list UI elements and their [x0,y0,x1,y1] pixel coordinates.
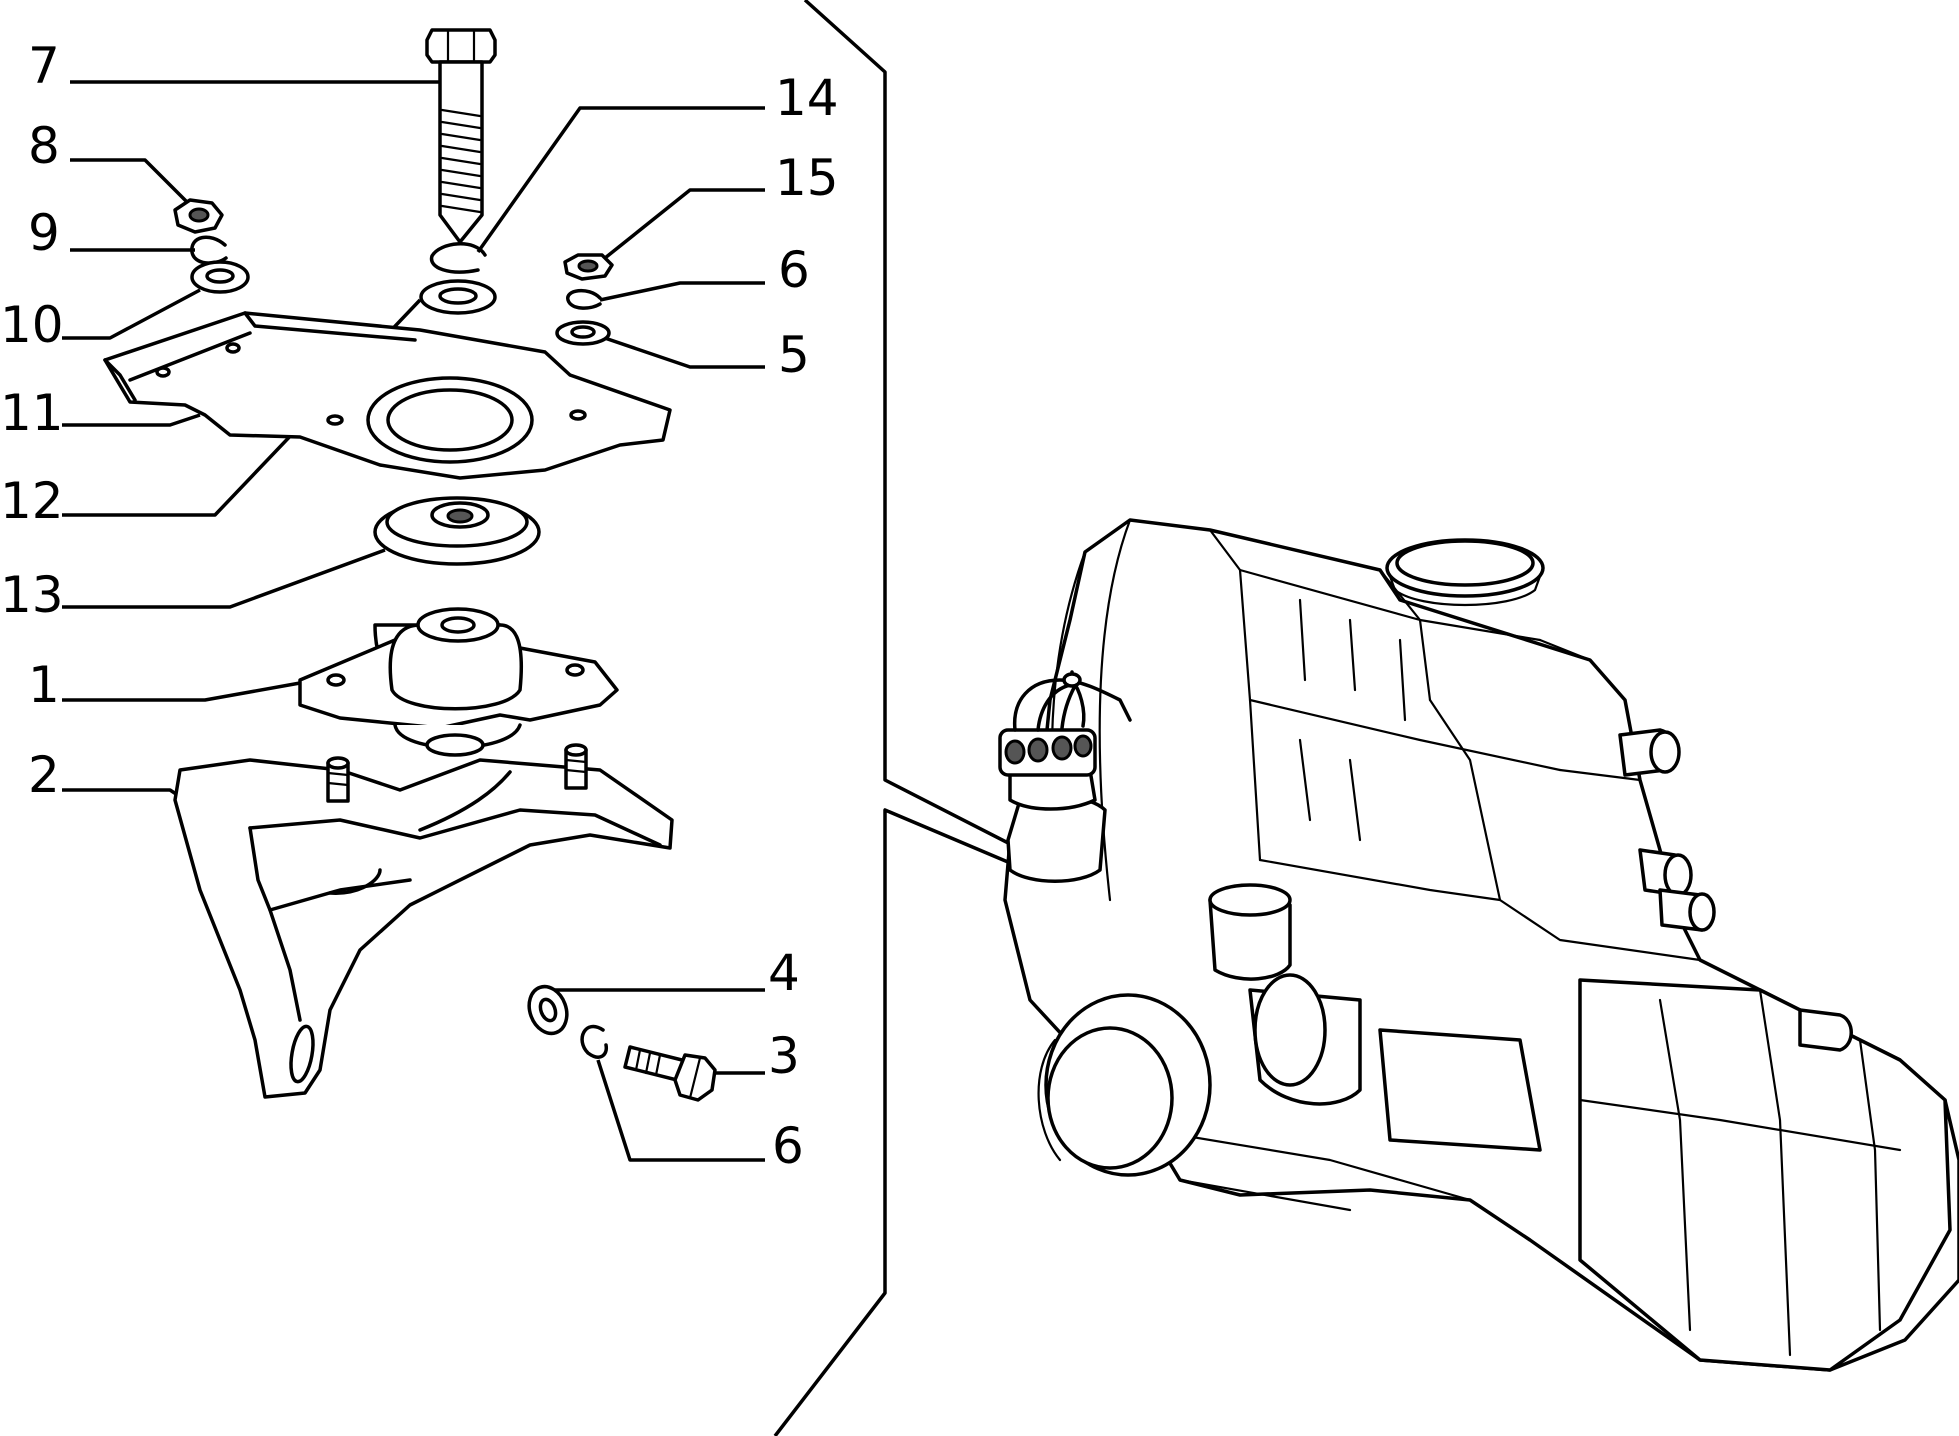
part-2-lower-bracket [173,743,674,1099]
part-7-bolt [425,28,497,244]
label-part-2: 2 [28,746,60,804]
section-divider-line-lower [773,808,1016,1436]
part-5-washer [555,320,611,346]
leader-6b [596,1059,765,1162]
label-part-6-upper: 6 [778,241,810,299]
label-part-12: 12 [0,472,64,530]
part-number-labels: 7 8 9 10 11 12 13 1 2 14 15 6 5 4 3 6 [0,37,839,1175]
leader-5 [589,331,765,369]
leader-14 [476,106,765,254]
label-part-5: 5 [778,326,810,384]
label-part-14: 14 [775,69,839,127]
part-6-spring-washer-upper [566,288,602,310]
label-part-15: 15 [775,149,839,207]
leader-2 [62,788,186,802]
part-13-rubber-cup [373,496,541,566]
label-part-4: 4 [768,944,800,1002]
section-divider-line [803,0,1019,850]
leader-15 [598,188,765,264]
label-part-1: 1 [28,656,60,714]
part-8-nut [173,198,224,234]
label-part-6-lower: 6 [772,1117,804,1175]
part-15-nut [563,253,614,281]
part-11-plate-bracket [103,311,672,480]
label-part-11: 11 [0,384,64,442]
label-part-3: 3 [768,1027,800,1085]
part-12-washer [419,279,497,315]
part-14-spring-washer [429,242,487,274]
part-9-spring-washer [190,235,228,265]
label-part-10: 10 [0,296,64,354]
engine-gearbox-illustration [998,518,1959,1372]
leader-11 [62,413,201,427]
label-part-9: 9 [28,204,60,262]
leader-6a [599,281,765,302]
part-4-washer [527,984,569,1036]
leader-13 [62,548,386,609]
leader-10 [62,288,201,340]
label-part-7: 7 [28,37,60,95]
part-10-flat-washer [190,260,250,294]
label-part-13: 13 [0,566,64,624]
leader-8 [70,158,192,207]
part-3-bolt [623,1045,717,1102]
label-part-8: 8 [28,117,60,175]
part-1-rubber-mount [298,607,619,757]
part-6-spring-washer-lower [580,1024,609,1059]
leader-1 [62,681,301,702]
leader-lines [62,0,1019,1436]
